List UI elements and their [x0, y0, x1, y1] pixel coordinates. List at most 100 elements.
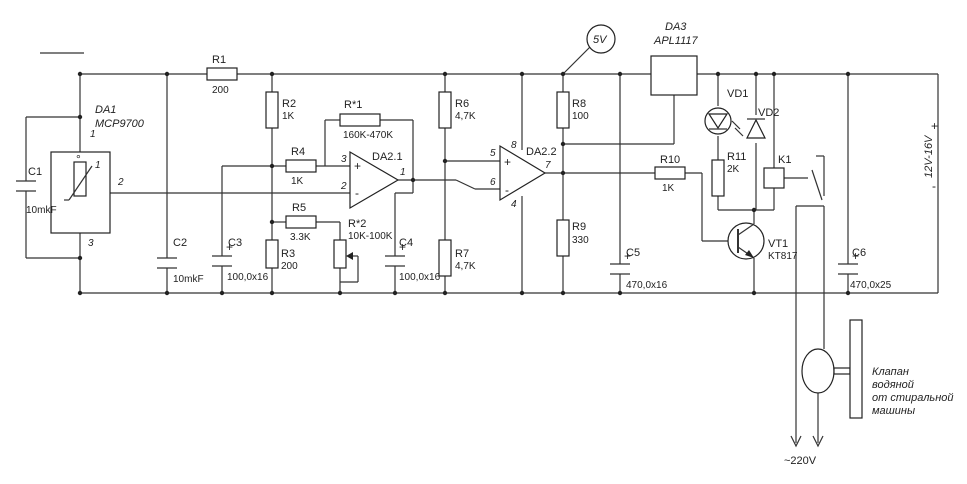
c3-ref: C3	[228, 237, 242, 249]
r7-value: 4,7K	[455, 261, 476, 272]
da22-plus: +	[504, 155, 511, 169]
capacitor-c5: + C5 470,0x16	[610, 247, 668, 291]
diode-vd2: VD2	[746, 107, 779, 139]
c6-polarity: +	[852, 249, 859, 263]
vd1-ref: VD1	[727, 88, 748, 100]
c5-ref: C5	[626, 247, 640, 259]
capacitor-c2: C2 10mkF	[157, 237, 204, 285]
supply-minus: -	[932, 179, 936, 193]
c2-ref: C2	[173, 237, 187, 249]
r1s-ref: R*1	[344, 99, 362, 111]
c4-ref: C4	[399, 237, 413, 249]
r5-ref: R5	[292, 202, 306, 214]
c3-value: 100,0x16	[227, 272, 269, 283]
r10-value: 1K	[662, 183, 675, 194]
r2s-ref: R*2	[348, 218, 366, 230]
resistor-r1s: R*1 160K-470K	[339, 99, 393, 141]
da1-ref: DA1	[95, 104, 116, 116]
opamp-da21: + - 3 2 1 DA2.1	[340, 150, 406, 210]
resistor-r9: R9 330	[556, 219, 589, 257]
resistor-r3: R3 200	[265, 239, 298, 272]
da1-part: MCP9700	[95, 118, 145, 130]
opamp-da22: + - 5 6 7 8 4 DA2.2	[490, 140, 557, 210]
potentiometer-r2s: R*2 10K-100K	[333, 218, 393, 269]
resistor-r1: R1 200	[206, 54, 238, 96]
da22-pin-7: 7	[545, 160, 551, 171]
valve-label-line-3: от стиральной	[872, 392, 954, 404]
r1-value: 200	[212, 85, 229, 96]
resistor-r4: R4 1K	[285, 146, 317, 187]
supply-5v-marker: 5V	[586, 24, 616, 54]
da22-pin-8: 8	[511, 140, 517, 151]
mains-terminals: ~220V	[784, 435, 824, 467]
capacitor-c3: + C3 100,0x16	[212, 237, 269, 283]
da21-plus: +	[354, 159, 361, 173]
c6-ref: C6	[852, 247, 866, 259]
r7-ref: R7	[455, 248, 469, 260]
vt1-part: KT817	[768, 251, 798, 262]
resistor-r10: R10 1K	[654, 154, 686, 194]
capacitor-c4: + C4 100,0x16	[385, 237, 441, 283]
v5-label: 5V	[593, 34, 608, 46]
da3-part: APL1117	[653, 35, 699, 47]
r3-ref: R3	[281, 248, 295, 260]
r1-ref: R1	[212, 54, 226, 66]
da1-temperature-sensor: ° 1 1 2 3 DA1 MCP9700	[50, 104, 145, 249]
c5-polarity: +	[624, 249, 631, 263]
r2-ref: R2	[282, 98, 296, 110]
da22-pin-6: 6	[490, 177, 496, 188]
da1-pin-3: 3	[88, 238, 94, 249]
da21-minus: -	[355, 186, 359, 200]
resistor-r7: R7 4,7K	[438, 239, 476, 277]
regulator-da3: DA3 APL1117	[650, 21, 699, 96]
r8-value: 100	[572, 111, 589, 122]
wires	[25, 46, 939, 443]
da21-pin-2: 2	[340, 181, 347, 192]
r2-value: 1K	[282, 111, 295, 122]
c5-value: 470,0x16	[626, 280, 668, 291]
junction-dots	[77, 71, 851, 296]
r11-value: 2K	[727, 164, 740, 175]
da1-sensor-pin: 1	[95, 160, 101, 171]
da3-ref: DA3	[665, 21, 687, 33]
supply-label: 12V-16V	[923, 134, 935, 178]
resistor-r11: R11 2K	[711, 151, 746, 197]
resistor-r6: R6 4,7K	[438, 91, 476, 129]
r6-ref: R6	[455, 98, 469, 110]
da22-minus: -	[505, 183, 509, 197]
transistor-vt1: VT1 KT817	[727, 222, 798, 262]
r8-ref: R8	[572, 98, 586, 110]
da22-pin-5: 5	[490, 148, 496, 159]
c6-value: 470,0x25	[850, 280, 892, 291]
r5-value: 3.3K	[290, 232, 311, 243]
da1-degree-symbol: °	[76, 152, 81, 166]
r9-ref: R9	[572, 221, 586, 233]
mains-label: ~220V	[784, 455, 817, 467]
resistor-r2: R2 1K	[265, 91, 296, 129]
water-valve: Клапан водяной от стиральной машины	[801, 319, 954, 419]
r1s-value: 160K-470K	[343, 130, 393, 141]
resistor-r5: R5 3.3K	[285, 202, 317, 243]
valve-label-line-2: водяной	[872, 379, 914, 391]
da21-pin-3: 3	[341, 154, 347, 165]
valve-label-line-4: машины	[872, 405, 915, 417]
r11-ref: R11	[727, 151, 746, 163]
r6-value: 4,7K	[455, 111, 476, 122]
da1-pin-1: 1	[90, 129, 96, 140]
c4-polarity: +	[399, 240, 406, 254]
k1-ref: K1	[778, 154, 791, 166]
da21-ref: DA2.1	[372, 151, 403, 163]
valve-label-line-1: Клапан	[872, 366, 909, 378]
r2s-value: 10K-100K	[348, 231, 393, 242]
da22-ref: DA2.2	[526, 146, 557, 158]
vd2-ref: VD2	[758, 107, 779, 119]
da22-pin-4: 4	[511, 199, 517, 210]
r4-value: 1K	[291, 176, 304, 187]
da1-pin-2: 2	[117, 177, 124, 188]
capacitor-c6: + C6 470,0x25	[838, 247, 892, 291]
relay-k1: K1	[763, 154, 791, 189]
led-vd1: VD1	[704, 88, 748, 137]
r4-ref: R4	[291, 146, 305, 158]
capacitor-c1: C1 10mkF	[16, 166, 57, 216]
c2-value: 10mkF	[173, 274, 204, 285]
